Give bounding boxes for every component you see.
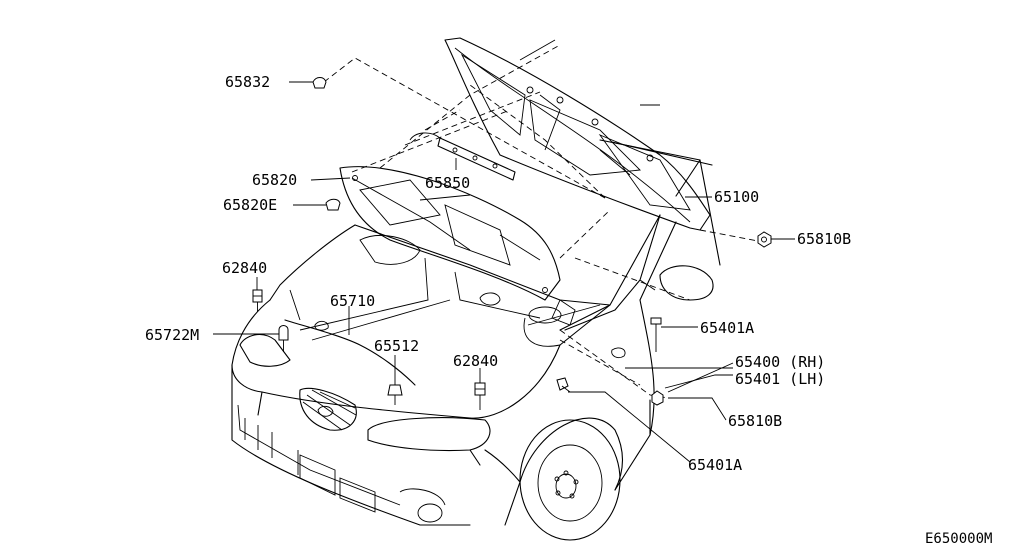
clip-65820E-icon <box>325 198 341 211</box>
fastener-icons <box>252 77 772 410</box>
diagram-code: E650000M <box>925 531 992 545</box>
hood-lock-65512-icon <box>387 384 403 405</box>
label-65722M: 65722M <box>145 326 199 344</box>
label-65820: 65820 <box>252 171 297 189</box>
hood-panel <box>444 37 711 231</box>
label-65810B-top: 65810B <box>797 230 851 248</box>
nut-65810B-bottom-icon <box>651 390 664 406</box>
bolt-65401A-bottom-icon <box>556 377 571 393</box>
leader-lines <box>213 81 795 463</box>
label-65810B-bottom: 65810B <box>728 412 782 430</box>
label-65401A-bottom: 65401A <box>688 456 742 474</box>
label-65832: 65832 <box>225 73 270 91</box>
nut-65810B-top-icon <box>757 231 772 248</box>
hood-stay-rod <box>284 289 416 386</box>
bumper-rubber-62840-left-icon <box>252 289 263 312</box>
label-65100: 65100 <box>714 188 759 206</box>
part-labels: 65832 65820 65820E 65850 65100 65810B 62… <box>145 73 851 474</box>
car-body <box>231 139 721 541</box>
stay-holder-65722M-icon <box>278 325 289 352</box>
label-62840-left: 62840 <box>222 259 267 277</box>
hood-insulator <box>339 166 561 301</box>
clip-65832-icon <box>312 77 327 89</box>
label-62840-mid: 62840 <box>453 352 498 370</box>
hood-seal-bracket <box>409 132 516 181</box>
assembly-guide-lines <box>323 44 764 399</box>
hood-hinge <box>551 214 661 331</box>
label-65710: 65710 <box>330 292 375 310</box>
label-65401-lh: 65401 (LH) <box>735 370 825 388</box>
bumper-rubber-62840-mid-icon <box>474 382 486 410</box>
label-65820E: 65820E <box>223 196 277 214</box>
bolt-65401A-top-icon <box>650 317 662 352</box>
label-65401A-top: 65401A <box>700 319 754 337</box>
label-65400-rh: 65400 (RH) <box>735 353 825 371</box>
label-65850: 65850 <box>425 174 470 192</box>
label-65512: 65512 <box>374 337 419 355</box>
